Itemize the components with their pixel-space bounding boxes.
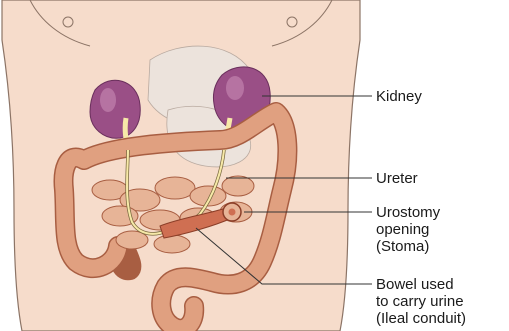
label-kidney: Kidney	[376, 88, 422, 105]
kidney-right-highlight	[226, 76, 244, 100]
label-bowel-ileal-conduit: Bowel used to carry urine (Ileal conduit…	[376, 276, 466, 327]
kidney-left-highlight	[100, 88, 116, 112]
label-urostomy-opening: Urostomy opening (Stoma)	[376, 204, 440, 255]
label-ureter: Ureter	[376, 170, 418, 187]
stoma-opening	[229, 209, 236, 216]
kidney-left	[90, 80, 140, 138]
